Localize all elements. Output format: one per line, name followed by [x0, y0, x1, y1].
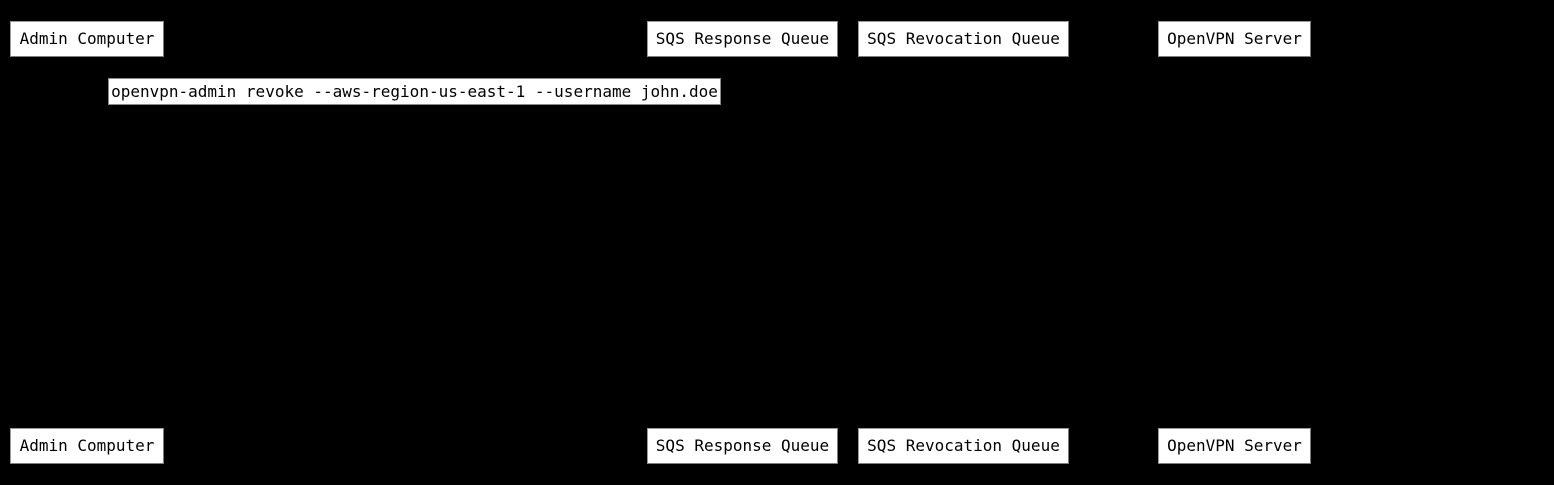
participant-box-admin-computer-bottom: Admin Computer	[10, 428, 164, 464]
participant-box-sqs-response-queue-top: SQS Response Queue	[647, 21, 838, 57]
participant-box-openvpn-server-top: OpenVPN Server	[1158, 21, 1311, 57]
participant-box-admin-computer-top: Admin Computer	[10, 21, 164, 57]
participant-box-sqs-response-queue-bottom: SQS Response Queue	[647, 428, 838, 464]
participant-box-sqs-revocation-queue-bottom: SQS Revocation Queue	[858, 428, 1069, 464]
participant-box-openvpn-server-bottom: OpenVPN Server	[1158, 428, 1311, 464]
message-label-revoke-command: openvpn-admin revoke --aws-region-us-eas…	[108, 78, 721, 105]
participant-box-sqs-revocation-queue-top: SQS Revocation Queue	[858, 21, 1069, 57]
